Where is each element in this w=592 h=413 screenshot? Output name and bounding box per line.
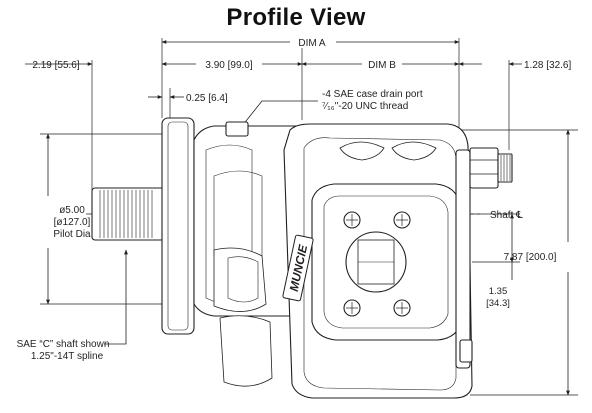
drain-port-label-2: ⁷⁄₁₆"-20 UNC thread: [322, 101, 408, 112]
drain-port-boss: [225, 121, 249, 137]
mounting-flange: [161, 117, 195, 335]
dim-a-label: DIM A: [298, 38, 326, 49]
dim-left-overall: 2.19 [55.6]: [32, 60, 79, 71]
dim-flange-thickness: 0.25 [6.4]: [186, 93, 228, 104]
spline-shaft: [91, 187, 165, 241]
pump-body: [91, 117, 513, 399]
dimension-lines: [25, 40, 570, 396]
dim-right-fitting: 1.28 [32.6]: [524, 60, 571, 71]
drawing-title: Profile View: [226, 4, 366, 31]
leader-lines: [104, 100, 318, 345]
dim-shaft-offset-1: 1.35: [489, 286, 508, 297]
bolt-heads: [343, 211, 411, 317]
dim-height-total: 7.87 [200.0]: [504, 252, 557, 263]
drain-port-label-1: -4 SAE case drain port: [322, 89, 423, 100]
pilot-dia-label-3: Pilot Dia: [53, 229, 91, 240]
shaft-label-1: SAE “C” shaft shown: [17, 339, 110, 350]
shaft-label-2: 1.25"-14T spline: [31, 351, 104, 362]
dim-mid-length: 3.90 [99.0]: [205, 60, 252, 71]
dim-b-label: DIM B: [368, 60, 396, 71]
pilot-dia-label-1: ø5.00: [59, 205, 85, 216]
muncie-logo: MUNCIE: [282, 234, 314, 302]
pilot-dia-label-2: [ø127.0]: [54, 217, 91, 228]
rear-cover: [455, 149, 471, 369]
drain-fitting: [469, 147, 513, 189]
dim-shaft-offset-2: [34.3]: [486, 298, 510, 309]
shaft-centerline-label: Shaft ℄: [490, 210, 523, 221]
